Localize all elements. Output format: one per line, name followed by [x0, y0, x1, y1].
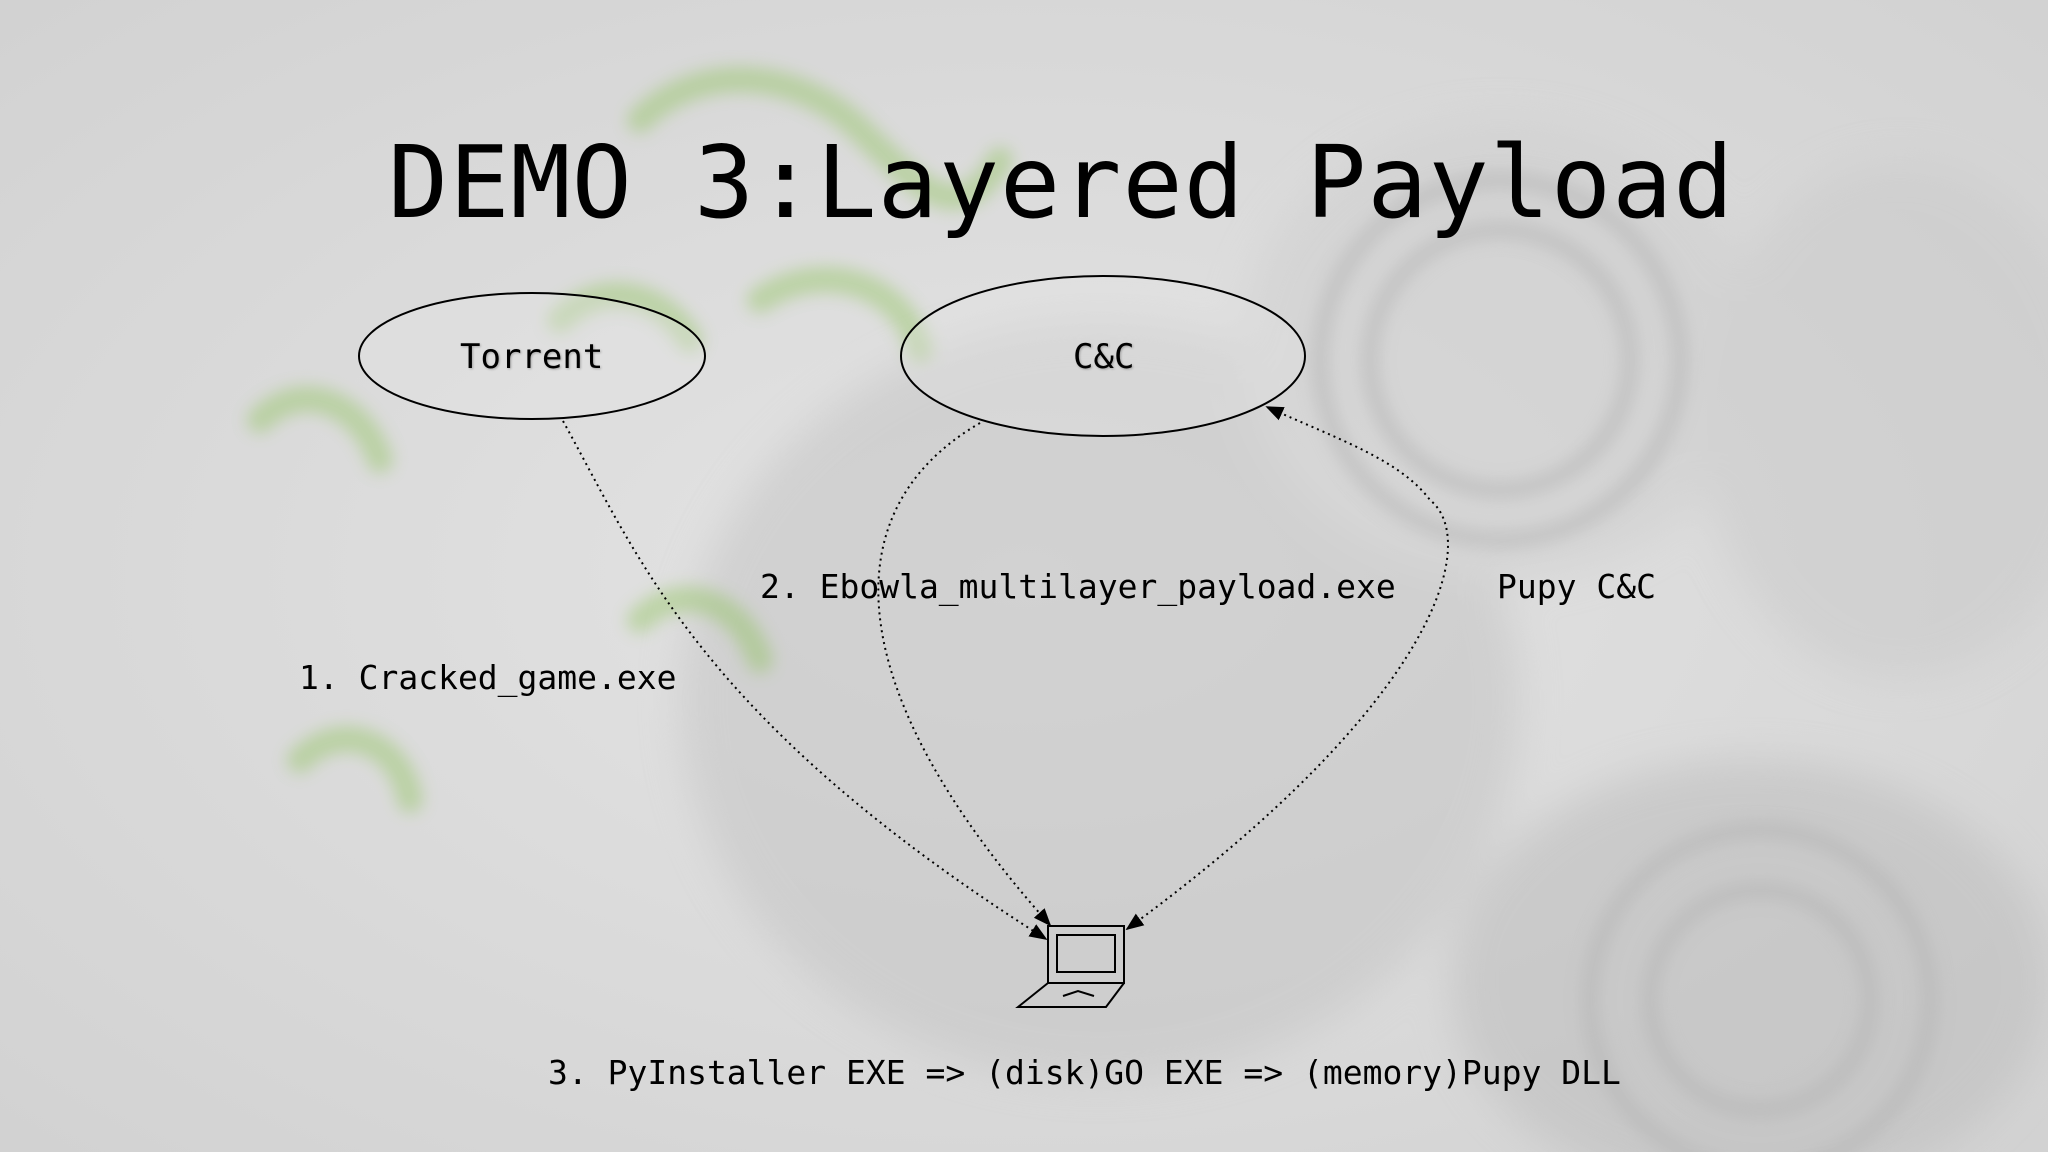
step-2-label: 2. Ebowla_multilayer_payload.exe [760, 567, 1396, 606]
edge-victim-to-cnc [1125, 406, 1449, 931]
laptop-icon [1015, 925, 1125, 1008]
torrent-node-label: Torrent [460, 337, 604, 377]
torrent-node [358, 292, 706, 420]
edge-torrent-to-victim [562, 420, 1048, 940]
cnc-node [900, 275, 1306, 437]
step-3-label: 3. PyInstaller EXE => (disk)GO EXE => (m… [548, 1053, 1621, 1092]
cnc-node-label: C&C [1073, 337, 1135, 377]
slide-title: DEMO 3:Layered Payload [388, 124, 1735, 241]
step-1-label: 1. Cracked_game.exe [299, 658, 677, 697]
edge-cnc-to-victim [877, 422, 1052, 927]
pupy-cnc-label: Pupy C&C [1497, 567, 1656, 606]
